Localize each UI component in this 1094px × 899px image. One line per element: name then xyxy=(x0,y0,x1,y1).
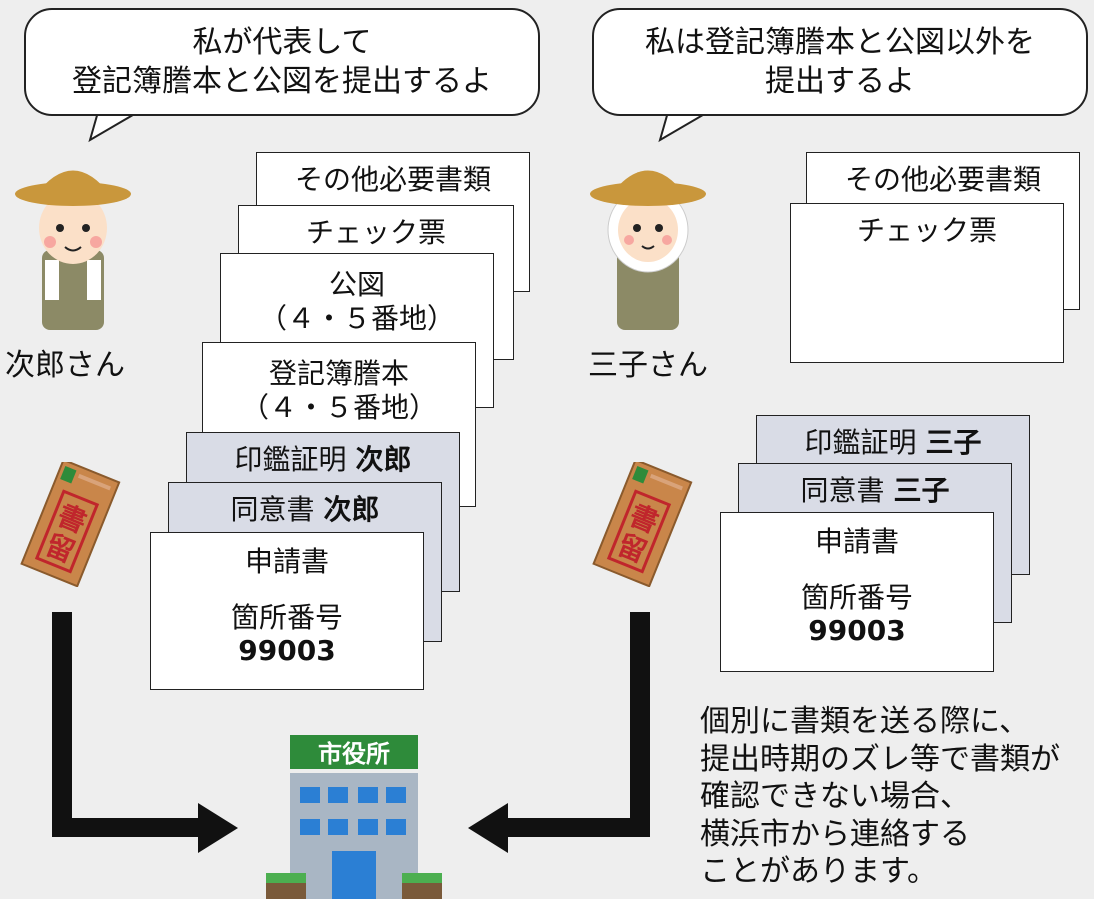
left-doc-koz-title: 公図 xyxy=(328,268,385,301)
jiro-farmer-icon xyxy=(15,170,131,330)
sanko-farmer-icon xyxy=(590,170,706,330)
left-doc-doui-name: 次郎 xyxy=(323,493,380,526)
right-doc-check-label: チェック票 xyxy=(856,214,997,247)
left-doc-inkan-line: 印鑑証明 次郎 xyxy=(235,443,412,477)
left-doc-kasho-number: 99003 xyxy=(238,634,336,668)
left-doc-inkan-name: 次郎 xyxy=(355,443,412,476)
left-arrow-horizontal xyxy=(52,818,202,837)
left-doc-check-label: チェック票 xyxy=(305,216,446,249)
left-doc-touki-sub: （４・５番地） xyxy=(240,390,437,424)
note-line-3: 確認できない場合、 xyxy=(700,779,970,814)
left-doc-other-label: その他必要書類 xyxy=(294,163,491,196)
left-doc-doui-line: 同意書 次郎 xyxy=(231,493,380,527)
city-hall-building-icon: 市役所 xyxy=(266,735,442,899)
right-doc-shinsei: 申請書 箇所番号 99003 xyxy=(720,512,994,672)
right-doc-kasho-number: 99003 xyxy=(808,614,906,648)
right-doc-doui-label: 同意書 xyxy=(800,474,885,507)
right-doc-kasho-label: 箇所番号 xyxy=(800,580,913,614)
left-doc-doui-label: 同意書 xyxy=(230,493,315,526)
left-doc-shinsei: 申請書 箇所番号 99003 xyxy=(150,532,424,690)
right-speech-bubble: 私は登記簿謄本と公図以外を 提出するよ xyxy=(592,8,1088,116)
left-doc-inkan-label: 印鑑証明 xyxy=(234,443,347,476)
left-registered-mail-envelope-icon: 書 留 xyxy=(20,462,121,587)
right-doc-doui-name: 三子 xyxy=(893,474,950,507)
right-registered-mail-envelope-icon: 書 留 xyxy=(592,462,693,587)
note-line-4: 横浜市から連絡する xyxy=(700,816,970,852)
note-line-2: 提出時期のズレ等で書類が xyxy=(700,741,1060,777)
right-arrow-head-icon xyxy=(468,803,508,853)
right-doc-inkan-line: 印鑑証明 三子 xyxy=(805,426,982,460)
left-doc-shinsei-label: 申請書 xyxy=(244,545,329,578)
right-doc-doui-line: 同意書 三子 xyxy=(801,474,950,508)
right-bubble-line-2: 提出するよ xyxy=(765,64,915,99)
left-bubble-line-1: 私が代表して xyxy=(192,25,372,60)
left-doc-koz-sub: （４・５番地） xyxy=(258,301,455,335)
note-line-1: 個別に書類を送る際に、 xyxy=(700,704,1030,739)
left-doc-kasho-label: 箇所番号 xyxy=(230,600,343,634)
right-bubble-line-1: 私は登記簿謄本と公図以外を xyxy=(645,25,1035,60)
left-arrow-vertical xyxy=(52,612,72,837)
left-speech-bubble: 私が代表して 登記簿謄本と公図を提出するよ xyxy=(24,8,540,116)
right-arrow-vertical xyxy=(630,612,650,837)
jiro-name-label: 次郎さん xyxy=(5,348,125,383)
right-doc-other-label: その他必要書類 xyxy=(844,163,1041,196)
sanko-name-label: 三子さん xyxy=(588,348,708,383)
contact-note: 個別に書類を送る際に、 提出時期のズレ等で書類が 確認できない場合、 横浜市から… xyxy=(700,703,1060,891)
right-doc-inkan-label: 印鑑証明 xyxy=(804,426,917,459)
left-bubble-line-2: 登記簿謄本と公図を提出するよ xyxy=(72,64,492,99)
right-doc-check: チェック票 xyxy=(790,203,1064,363)
right-doc-shinsei-label: 申請書 xyxy=(814,525,899,558)
right-doc-inkan-name: 三子 xyxy=(925,426,982,459)
left-doc-touki-title: 登記簿謄本 xyxy=(268,357,409,390)
note-line-5: ことがあります。 xyxy=(700,854,937,889)
city-hall-sign: 市役所 xyxy=(318,740,390,768)
left-arrow-head-icon xyxy=(198,803,238,853)
right-arrow-horizontal xyxy=(505,818,650,837)
